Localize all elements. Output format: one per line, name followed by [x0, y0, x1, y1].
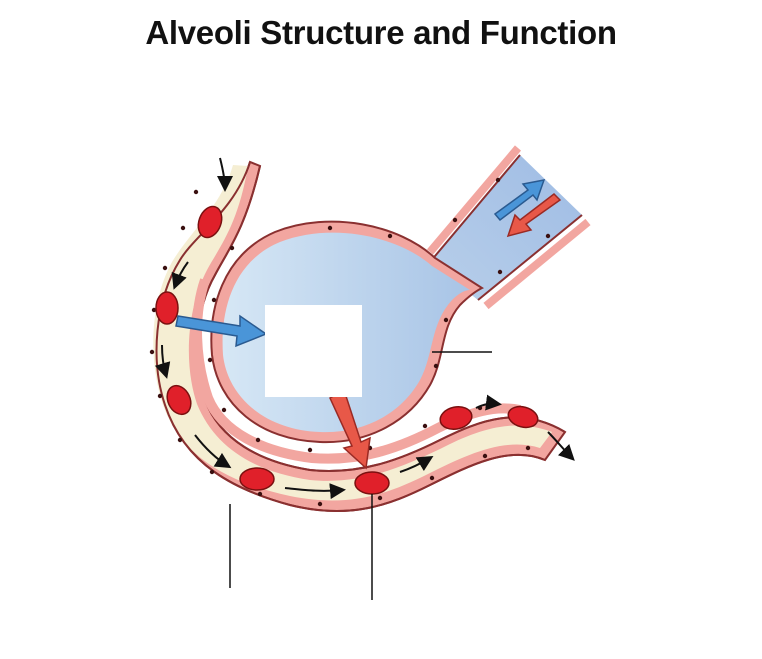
leader-lines: [229, 351, 492, 600]
red-blood-cell: [155, 291, 179, 325]
red-blood-cell: [197, 205, 223, 239]
label-blank-red-blood-cell[interactable]: [298, 600, 446, 655]
co2-arrow-airway: [493, 179, 546, 222]
label-blank-capillary[interactable]: [178, 588, 280, 650]
label-blank-deoxygenated-blood-in[interactable]: [133, 92, 291, 148]
red-blood-cells: [155, 205, 539, 495]
red-blood-cell: [439, 405, 473, 431]
label-blank-carbon-dioxide[interactable]: [265, 305, 362, 397]
co2-arrow-capillary: [175, 314, 268, 348]
red-blood-cell: [507, 405, 539, 429]
diagram-title: Alveoli Structure and Function: [145, 14, 617, 51]
o2-arrow-capillary: [329, 388, 371, 470]
red-blood-cell: [239, 467, 275, 491]
red-blood-cell: [354, 471, 390, 495]
blood-flow-arrows: [154, 157, 575, 500]
red-blood-cell: [166, 384, 192, 416]
o2-arrow-airway: [506, 193, 562, 238]
label-blank-airway-gas-exchange[interactable]: [555, 134, 641, 186]
label-blank-alveolus-wall[interactable]: [492, 336, 632, 372]
label-blank-oxygenated-blood-out[interactable]: [528, 462, 662, 512]
wall-nuclei: [149, 177, 551, 507]
